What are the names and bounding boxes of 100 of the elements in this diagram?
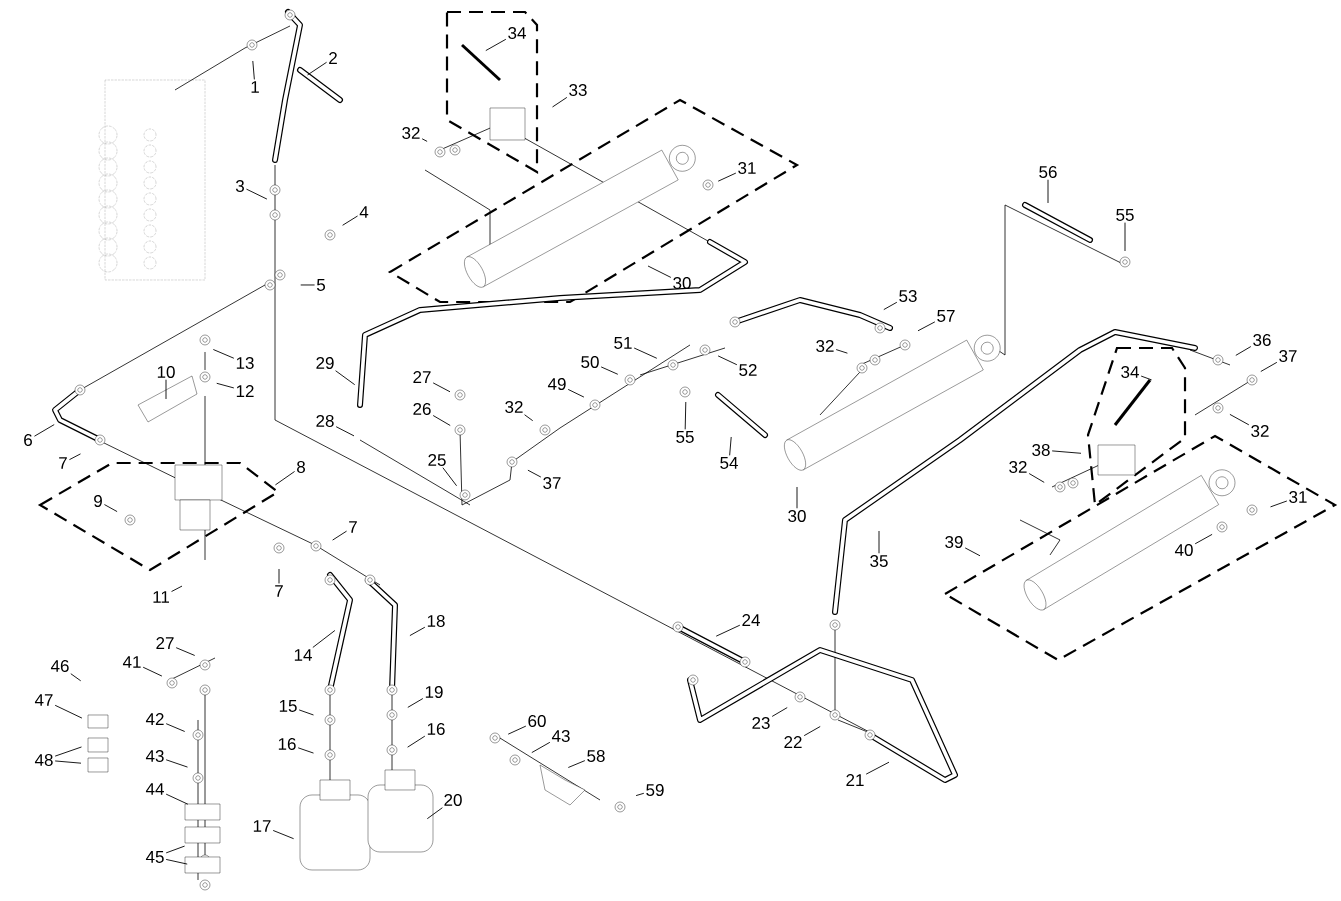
callout-number: 31 xyxy=(1289,490,1307,503)
callout-number: 15 xyxy=(279,700,297,712)
leader-line xyxy=(69,453,81,461)
callout-number: 16 xyxy=(278,737,296,750)
leader-line xyxy=(332,530,348,541)
leader-line xyxy=(635,792,645,797)
callout-number: 14 xyxy=(294,649,312,661)
leader-line xyxy=(717,172,737,182)
callout-number: 44 xyxy=(145,783,164,795)
leader-line xyxy=(567,388,585,398)
callout-number: 2 xyxy=(329,52,337,64)
leader-line xyxy=(104,504,118,513)
leader-line xyxy=(442,467,458,487)
leader-line xyxy=(421,138,428,142)
callout-number: 5 xyxy=(316,279,325,291)
callout-number: 52 xyxy=(739,363,757,376)
callout-number: 49 xyxy=(547,377,566,390)
callout-number: 7 xyxy=(59,457,67,469)
leader-line xyxy=(771,707,788,717)
callout-number: 13 xyxy=(236,356,254,369)
callout-number: 17 xyxy=(253,820,271,832)
leader-line xyxy=(1140,375,1153,381)
callout-number: 32 xyxy=(402,126,420,139)
leader-line xyxy=(600,366,619,375)
callout-number: 39 xyxy=(945,535,963,548)
leader-line xyxy=(312,630,336,648)
leader-line xyxy=(835,349,848,354)
callout-number: 45 xyxy=(145,851,164,863)
leader-line xyxy=(715,624,741,637)
callout-number: 32 xyxy=(505,400,523,413)
leader-line xyxy=(212,349,235,359)
leader-line xyxy=(1051,450,1082,454)
leader-line xyxy=(524,414,534,422)
leader-line xyxy=(142,666,163,677)
callout-number: 51 xyxy=(614,337,632,349)
leader-line xyxy=(1260,361,1278,372)
callout-number: 23 xyxy=(752,716,770,729)
callout-number: 31 xyxy=(738,161,756,174)
callout-number: 48 xyxy=(34,753,53,766)
leader-line xyxy=(274,471,296,486)
callout-number: 43 xyxy=(551,729,570,742)
callout-number: 34 xyxy=(508,26,526,39)
callout-number: 32 xyxy=(1009,460,1027,473)
leader-line xyxy=(165,845,186,854)
callout-number: 30 xyxy=(788,509,806,522)
callout-number: 25 xyxy=(428,453,446,466)
leader-line xyxy=(246,188,268,200)
callout-number: 47 xyxy=(34,694,53,706)
leader-line xyxy=(796,486,798,509)
leader-line xyxy=(531,741,551,754)
leader-line xyxy=(567,760,586,768)
callout-number: 7 xyxy=(275,585,283,597)
leader-line xyxy=(54,746,82,757)
leader-line xyxy=(34,424,55,437)
callout-number: 35 xyxy=(870,554,888,567)
leader-line xyxy=(175,647,196,656)
callout-number: 19 xyxy=(425,685,443,698)
leader-line xyxy=(432,382,451,393)
leader-line xyxy=(307,61,328,76)
leader-line xyxy=(252,60,255,80)
callout-number: 18 xyxy=(427,614,445,627)
callout-number: 32 xyxy=(1251,424,1269,437)
leader-line xyxy=(865,761,890,775)
leader-line xyxy=(633,347,658,359)
callout-number: 36 xyxy=(1253,333,1271,346)
callout-number: 11 xyxy=(153,591,169,603)
callout-number: 28 xyxy=(316,414,334,427)
leader-line xyxy=(278,568,280,584)
leader-line xyxy=(297,747,314,754)
leader-line xyxy=(647,265,672,278)
leader-line xyxy=(54,760,82,764)
callout-number: 46 xyxy=(50,659,69,672)
leader-line xyxy=(1229,413,1250,426)
callout-number: 59 xyxy=(646,783,664,796)
callout-number: 6 xyxy=(24,433,32,446)
leader-line xyxy=(432,415,451,426)
leader-line xyxy=(803,726,821,737)
callout-number: 55 xyxy=(1116,209,1134,221)
leader-line xyxy=(165,723,186,732)
leader-line xyxy=(917,321,936,332)
callout-number: 58 xyxy=(587,749,605,762)
leader-line xyxy=(1194,533,1213,545)
leader-line xyxy=(407,735,426,748)
callout-number: 32 xyxy=(816,339,834,352)
callout-number: 1 xyxy=(251,81,259,93)
callout-number: 24 xyxy=(742,614,760,626)
callout-number: 38 xyxy=(1032,443,1050,456)
callout-number: 29 xyxy=(316,356,334,369)
callout-number: 43 xyxy=(145,749,164,762)
callout-number: 8 xyxy=(297,460,305,473)
leader-line xyxy=(1235,346,1252,356)
leader-line xyxy=(527,469,542,478)
leader-line xyxy=(426,807,443,820)
leader-line xyxy=(70,673,82,682)
callout-number: 54 xyxy=(720,457,738,469)
callout-number: 26 xyxy=(413,402,431,415)
leader-line xyxy=(342,215,359,226)
leader-line xyxy=(165,859,188,865)
callout-number: 3 xyxy=(235,179,244,192)
leader-line xyxy=(300,284,316,286)
